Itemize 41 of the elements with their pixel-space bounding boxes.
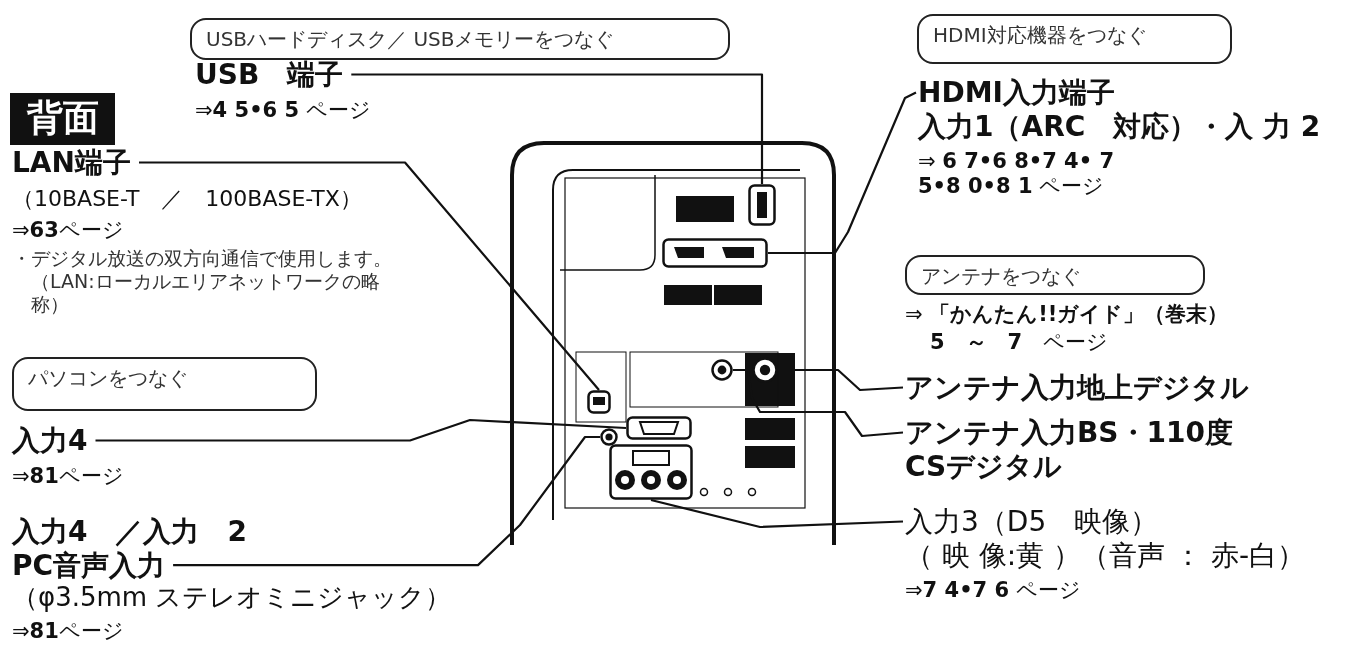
terminal-detail: （φ3.5mm ステレオミニジャック）	[12, 582, 453, 614]
terminal-name: 入力4 ／入力 2	[12, 515, 248, 549]
page-reference: ⇒81ページ	[12, 463, 125, 489]
leader-line	[650, 498, 904, 529]
leader-line	[733, 368, 904, 438]
vga-port	[626, 416, 692, 440]
terminal-detail: （10BASE-T ／ 100BASE-TX）	[12, 185, 363, 212]
page-reference: ⇒4 5•6 5 ページ	[195, 97, 372, 123]
leader-line	[768, 91, 917, 255]
rounded-label: HDMI対応機器をつなぐ	[917, 14, 1232, 64]
terminal-name: 入力4	[12, 424, 89, 458]
lan-port	[587, 390, 611, 414]
leader-line	[139, 161, 600, 391]
hdmi-ports	[662, 238, 768, 268]
note-text: ・デジタル放送の双方向通信で使用します。（LAN:ローカルエリアネットワークの略称）	[12, 247, 393, 316]
terminal-name: 入力3（D5 映像）	[905, 505, 1160, 539]
terminal-name: LAN端子	[12, 146, 132, 180]
page-reference: ⇒63ページ	[12, 218, 125, 244]
terminal-detail: 入力1（ARC 対応）・入 力 2	[918, 109, 1322, 144]
terminal-name: アンテナ入力地上デジタル	[905, 371, 1250, 405]
antenna-jack	[711, 359, 733, 381]
leader-line	[173, 435, 600, 567]
audio-jack	[600, 428, 618, 446]
leader-line	[95, 418, 627, 442]
terminal-detail: （ 映 像:黄 ）（音声 ： 赤-白）	[905, 538, 1307, 573]
page-reference: 5 ～ 7 ページ	[930, 329, 1109, 356]
terminal-name: HDMI入力端子	[918, 76, 1116, 110]
heading-box: 背面	[10, 93, 115, 145]
page-reference: ⇒7 4•7 6 ページ	[905, 578, 1082, 604]
terminal-name: USB 端子	[195, 58, 345, 92]
rounded-label: USBハードディスク／ USBメモリーをつなぐ	[190, 18, 730, 60]
page-reference: ⇒ 6 7•6 8•7 4• 7 5•8 0•8 1 ページ	[918, 149, 1116, 200]
rounded-label: パソコンをつなぐ	[12, 357, 317, 411]
page-reference: ⇒81ページ	[12, 619, 125, 645]
usb-port	[748, 184, 776, 226]
rounded-label: アンテナをつなぐ	[905, 255, 1205, 295]
terminal-name: アンテナ入力BS・110度CSデジタル	[905, 416, 1234, 484]
leader-line	[351, 73, 764, 184]
component-jacks	[609, 444, 693, 500]
terminal-name: PC音声入力	[12, 548, 167, 583]
page-reference: ⇒ 「かんたん!!ガイド」（巻末）	[905, 301, 1229, 328]
